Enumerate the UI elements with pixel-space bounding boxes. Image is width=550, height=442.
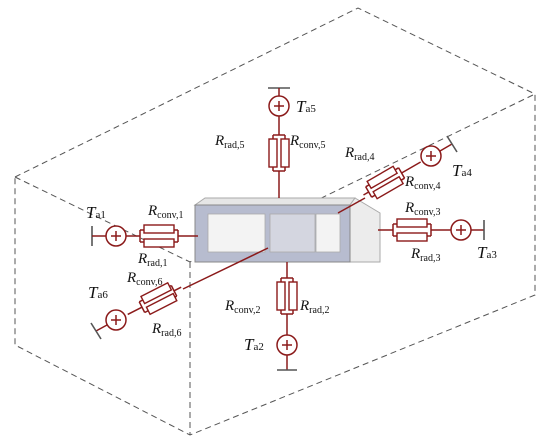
core-block: [193, 197, 381, 263]
labels: Ta5 Ta4 Ta3 Ta1 Ta6 Ta2 Rrad,5 Rconv,5 R…: [86, 97, 497, 354]
label-ta1: Ta1: [86, 203, 106, 222]
core-center-bar: [269, 213, 316, 253]
resistor-pair-6: [127, 281, 182, 316]
core-window-left: [207, 213, 266, 253]
wire-6c: [170, 285, 178, 297]
wire-6g: [144, 310, 149, 314]
branch-1: [91, 224, 198, 248]
wire-6f: [138, 299, 144, 303]
label-rconv2: Rconv,2: [224, 298, 260, 316]
resistor-rad-5: [268, 138, 278, 168]
enclosure: [14, 7, 536, 436]
wire-4a: [337, 197, 366, 214]
ground-symbol-6: [90, 322, 102, 340]
label-rrad3: Rrad,3: [410, 246, 440, 264]
wire-6b: [173, 286, 182, 292]
wire-4f: [394, 167, 399, 171]
branch-3: [378, 218, 485, 242]
label-rrad1: Rrad,1: [137, 251, 167, 269]
wire-6a: [182, 247, 269, 290]
core-top-face: [193, 197, 356, 206]
label-ta5: Ta5: [296, 97, 316, 116]
label-ta4: Ta4: [452, 161, 472, 180]
wire-4e: [371, 194, 376, 198]
resistor-conv-5: [280, 138, 290, 168]
resistor-pair-4: [363, 161, 422, 200]
branch-2: [276, 262, 298, 371]
source-4-plus-sign: [426, 151, 436, 161]
resistor-conv-3: [396, 218, 428, 228]
label-rconv1: Rconv,1: [147, 203, 183, 221]
wire-4j: [439, 143, 453, 152]
wire-4i: [401, 161, 422, 174]
branch-4: [337, 135, 458, 214]
label-ta3: Ta3: [477, 243, 497, 262]
wire-6h: [138, 301, 146, 313]
label-rconv6: Rconv,6: [126, 270, 162, 288]
resistor-conv-1: [143, 224, 175, 234]
wire-4b: [363, 191, 370, 196]
source-2-plus-sign: [282, 340, 292, 350]
resistor-rad-3: [396, 232, 428, 242]
label-rconv4: Rconv,4: [404, 174, 440, 192]
source-1-plus-sign: [111, 231, 121, 241]
wire-4d: [365, 184, 370, 188]
wire-6e: [174, 295, 178, 298]
wire-4c: [365, 186, 373, 198]
label-rrad5: Rrad,5: [214, 133, 244, 151]
resistor-conv-2: [276, 281, 286, 311]
branch-5: [268, 87, 290, 198]
resistor-rad-1: [143, 238, 175, 248]
branch-6: [90, 247, 269, 340]
label-rrad2: Rrad,2: [299, 298, 329, 316]
ground-symbol-4: [446, 135, 458, 153]
wire-6i: [127, 306, 143, 316]
source-3-plus-sign: [456, 225, 466, 235]
wire-6d: [169, 284, 172, 288]
label-rrad4: Rrad,4: [344, 145, 374, 163]
enclosure-outline: [14, 7, 536, 436]
label-rrad6: Rrad,6: [151, 321, 181, 339]
core-window-right: [315, 213, 341, 253]
label-ta6: Ta6: [88, 283, 108, 302]
source-5-plus-sign: [274, 101, 284, 111]
label-rconv5: Rconv,5: [289, 133, 325, 151]
resistor-rad-2: [288, 281, 298, 311]
core-side-face: [349, 197, 381, 263]
label-ta2: Ta2: [244, 335, 264, 354]
label-rconv3: Rconv,3: [404, 200, 440, 218]
wire-6j: [95, 324, 108, 332]
source-6-plus-sign: [111, 315, 121, 325]
